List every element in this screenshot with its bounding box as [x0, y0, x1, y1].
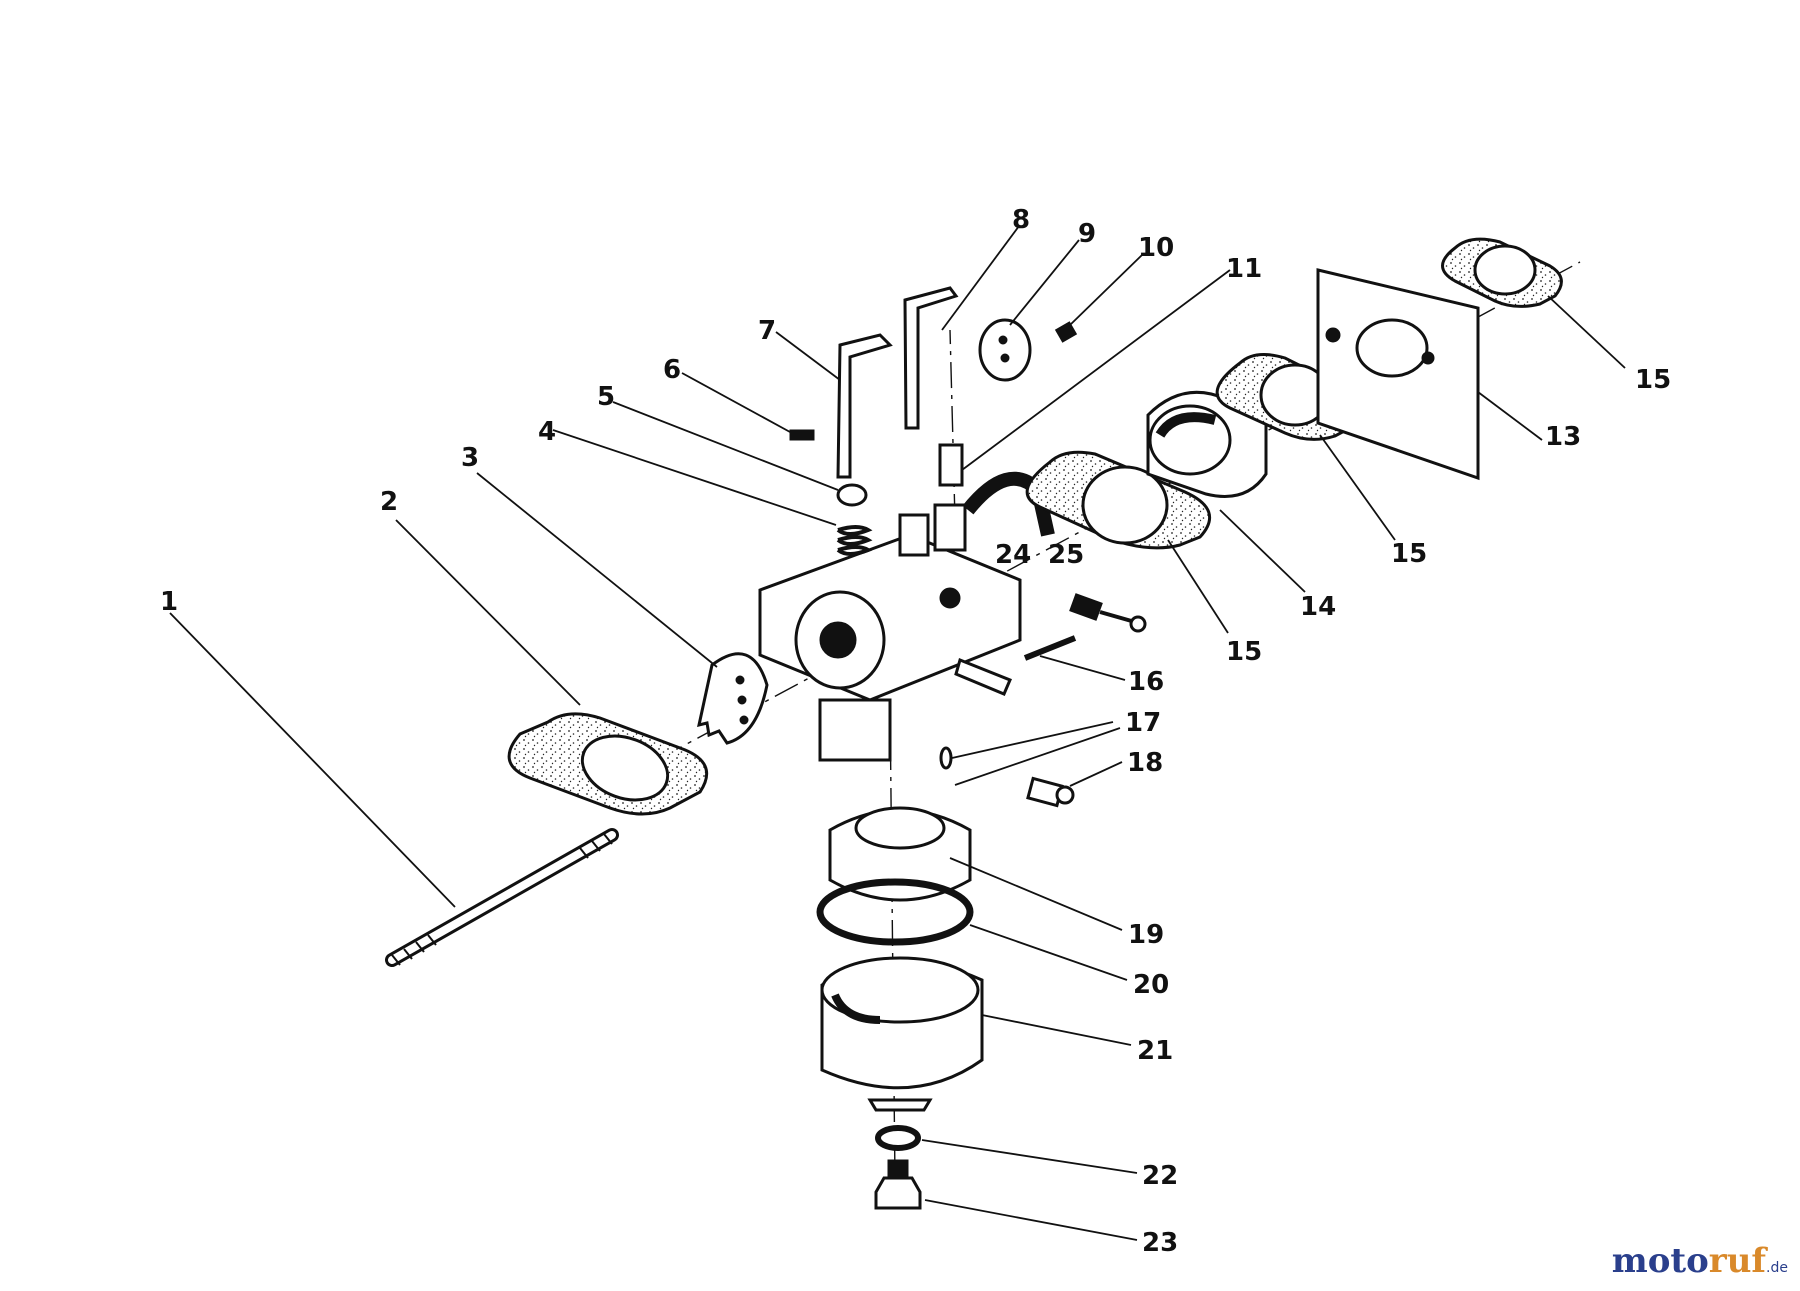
part-gasket-15-inner	[1025, 450, 1211, 550]
leader-18	[1069, 761, 1123, 787]
leader-13	[1477, 391, 1543, 441]
leader-3	[476, 472, 718, 668]
callout-4: 4	[538, 417, 556, 447]
callout-9: 9	[1078, 219, 1096, 249]
leader-8	[941, 225, 1020, 331]
part-float	[828, 806, 972, 902]
leader-16	[1039, 655, 1126, 681]
part-washer	[836, 483, 868, 507]
callout-24: 24	[995, 540, 1031, 570]
logo-part-1: moto	[1611, 1241, 1709, 1281]
part-heat-shield-plate	[1316, 268, 1480, 481]
logo-part-2: ruf	[1708, 1241, 1767, 1281]
part-bowl-screw-18	[1026, 776, 1075, 808]
leader-15c	[1167, 539, 1229, 634]
callout-5: 5	[597, 382, 615, 412]
part-idle-screw	[1069, 593, 1147, 633]
callout-16: 16	[1128, 667, 1164, 697]
callout-1: 1	[160, 587, 178, 617]
part-choke-plate	[978, 318, 1032, 382]
part-spacer	[1146, 390, 1268, 498]
part-mounting-stud	[385, 828, 619, 967]
leader-17b	[954, 727, 1121, 786]
callout-19: 19	[1128, 920, 1164, 950]
callout-15-middle: 15	[1391, 539, 1427, 569]
callout-23: 23	[1142, 1228, 1178, 1258]
callout-3: 3	[461, 443, 479, 473]
leader-10	[1069, 254, 1143, 326]
callout-21: 21	[1137, 1036, 1173, 1066]
part-choke-shaft	[903, 286, 959, 430]
part-bowl-washer	[875, 1125, 921, 1151]
pin-axis-line	[949, 329, 956, 521]
leader-17a	[951, 721, 1114, 759]
leader-19	[949, 857, 1123, 931]
part-needle-spring	[1023, 635, 1077, 661]
leader-21	[981, 1014, 1132, 1046]
part-carburetor-body	[758, 503, 1022, 762]
part-screw-choke	[1054, 321, 1078, 343]
callout-14: 14	[1300, 592, 1336, 622]
part-gasket-15-outer	[1441, 237, 1563, 308]
callout-15-outer: 15	[1635, 365, 1671, 395]
leader-20	[969, 924, 1128, 981]
callout-10: 10	[1138, 233, 1174, 263]
callout-8: 8	[1012, 205, 1030, 235]
callout-25: 25	[1048, 540, 1084, 570]
callout-labels: 1 2 3 4 5 6 7 8 9 10 11 13 14 15 15 15 1…	[160, 205, 1671, 1258]
leader-15a	[1547, 295, 1626, 369]
part-inlet-fitting	[938, 443, 964, 487]
callout-17: 17	[1125, 708, 1161, 738]
part-o-ring-17	[939, 746, 953, 770]
callout-7: 7	[758, 316, 776, 346]
part-throttle-shaft	[836, 333, 893, 479]
callout-18: 18	[1127, 748, 1163, 778]
leader-11	[961, 269, 1231, 471]
callout-22: 22	[1142, 1161, 1178, 1191]
leader-lines	[169, 225, 1626, 1241]
leader-4	[552, 429, 837, 526]
leader-1	[169, 612, 456, 908]
callout-15-inner: 15	[1226, 637, 1262, 667]
part-bowl-nut	[874, 1159, 922, 1210]
callout-6: 6	[663, 355, 681, 385]
leader-9	[1009, 239, 1080, 326]
part-float-bowl	[820, 956, 984, 1112]
callout-20: 20	[1133, 970, 1169, 1000]
leader-5	[612, 401, 839, 491]
leader-2	[395, 519, 581, 706]
part-bowl-gasket	[816, 878, 974, 946]
logo-tld: .de	[1766, 1260, 1788, 1276]
leader-22	[921, 1139, 1138, 1174]
motoruf-watermark-logo: motoruf.de	[1612, 1241, 1788, 1281]
part-throttle-plate	[697, 652, 769, 745]
leader-14	[1219, 509, 1306, 593]
part-screw-small	[789, 429, 815, 441]
leader-23	[924, 1199, 1138, 1241]
leader-15b	[1319, 434, 1396, 541]
callout-2: 2	[380, 487, 398, 517]
leader-7	[775, 331, 841, 381]
callout-13: 13	[1545, 422, 1581, 452]
callout-11: 11	[1226, 254, 1262, 284]
part-spring	[836, 525, 873, 556]
leader-6	[681, 372, 791, 433]
